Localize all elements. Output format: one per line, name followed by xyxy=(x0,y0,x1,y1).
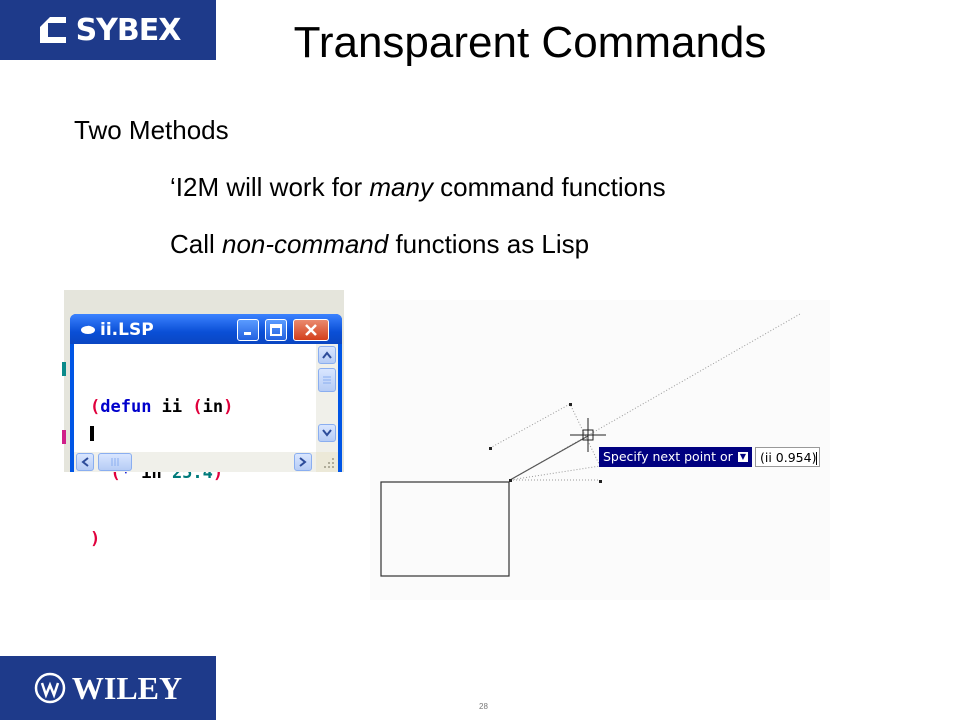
window-title: ii.LSP xyxy=(100,320,154,340)
scroll-down-button[interactable] xyxy=(318,424,336,442)
horizontal-scrollbar[interactable] xyxy=(74,452,316,472)
rectangle-shape xyxy=(380,481,510,577)
grip-icon xyxy=(111,458,119,466)
bullet-method-two: Call non-command functions as Lisp xyxy=(170,229,590,259)
crosshair-cursor-icon xyxy=(570,418,606,452)
scroll-left-button[interactable] xyxy=(76,453,94,471)
maximize-button[interactable] xyxy=(265,319,287,341)
bullet-method-one: ‘I2M will work for many command function… xyxy=(170,172,666,202)
lisp-editor-window: ii.LSP (defun ii (in) (* in 25.4) ) xyxy=(70,314,342,549)
polyline-segment xyxy=(509,435,589,481)
code-line: ) xyxy=(90,529,101,549)
tracking-outline xyxy=(489,403,601,481)
text-cursor xyxy=(90,426,94,441)
scroll-right-button[interactable] xyxy=(294,453,312,471)
dynamic-input-value: (ii 0.954) xyxy=(760,450,817,465)
maximize-icon xyxy=(270,324,282,336)
chevron-left-icon xyxy=(81,457,89,467)
sybex-mark-icon xyxy=(39,17,66,43)
prompt-text: Specify next point or xyxy=(603,449,733,464)
file-icon xyxy=(81,325,95,334)
resize-grip-icon xyxy=(324,458,334,468)
edge-mark xyxy=(62,430,66,444)
close-icon xyxy=(305,324,317,336)
chevron-right-icon xyxy=(299,457,307,467)
code-editor[interactable]: (defun ii (in) (* in 25.4) ) xyxy=(74,344,338,549)
edge-mark xyxy=(62,362,66,376)
wiley-logo: WILEY xyxy=(0,656,216,720)
scroll-thumb[interactable] xyxy=(318,368,336,392)
sybex-logo: SYBEX xyxy=(0,0,216,60)
chevron-up-icon xyxy=(322,351,332,359)
minimize-icon xyxy=(244,332,251,335)
code-block: (defun ii (in) (* in 25.4) ) xyxy=(90,352,233,594)
arrow-down-icon[interactable]: ▼ xyxy=(738,452,748,462)
slide-title: Transparent Commands xyxy=(293,18,767,67)
command-prompt-tooltip: Specify next point or ▼ xyxy=(599,447,752,467)
sybex-logo-text: SYBEX xyxy=(75,12,182,48)
page-number: 28 xyxy=(479,702,488,711)
wiley-seal-icon xyxy=(34,672,66,704)
window-title-bar[interactable]: ii.LSP xyxy=(70,314,342,344)
bullet-two-methods: Two Methods xyxy=(74,115,229,145)
horizontal-scroll-thumb[interactable] xyxy=(98,453,132,471)
scroll-up-button[interactable] xyxy=(318,346,336,364)
grip-icon xyxy=(323,376,331,384)
minimize-button[interactable] xyxy=(237,319,259,341)
code-line: (defun ii (in) xyxy=(90,397,234,417)
chevron-down-icon xyxy=(322,429,332,437)
wiley-logo-text: WILEY xyxy=(71,669,183,706)
input-cursor xyxy=(816,452,818,465)
vertical-scrollbar[interactable] xyxy=(316,344,338,452)
resize-grip[interactable] xyxy=(316,452,338,472)
dynamic-input-field[interactable]: (ii 0.954) xyxy=(755,447,820,467)
close-button[interactable] xyxy=(293,319,329,341)
